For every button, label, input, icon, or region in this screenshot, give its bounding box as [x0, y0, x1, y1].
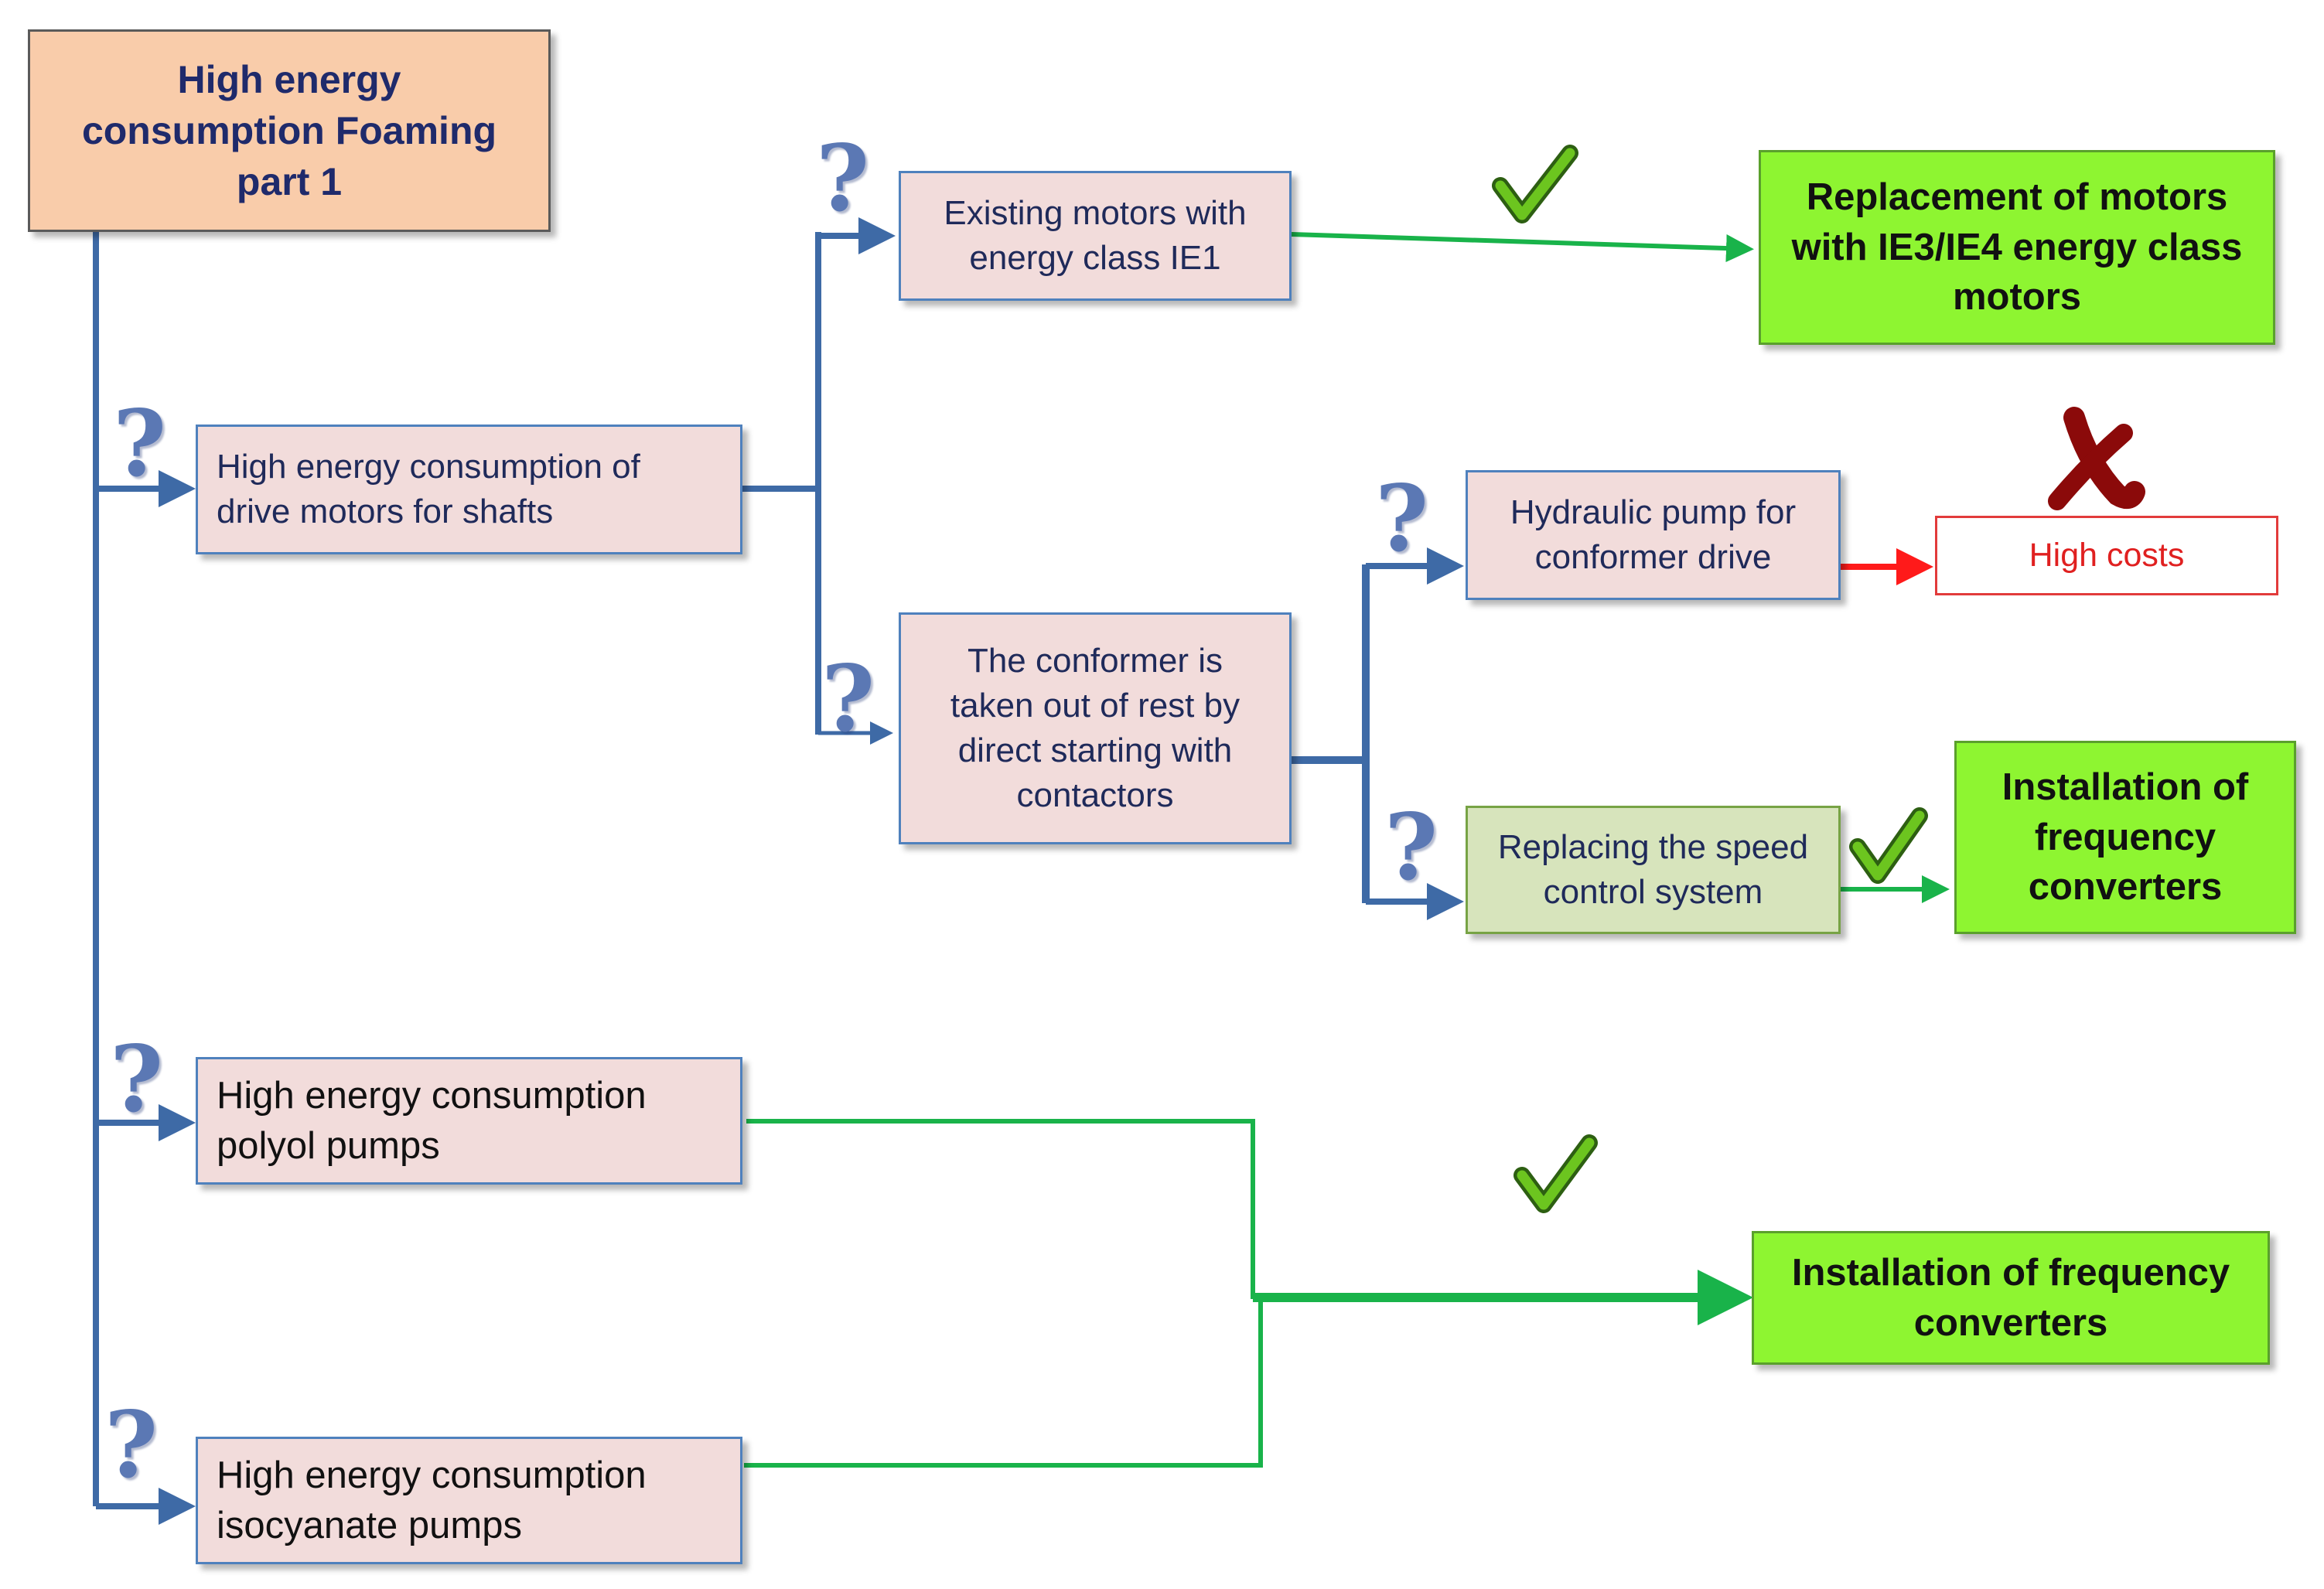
isocyanate-pumps-problem-box: High energy consumption isocyanate pumps: [196, 1437, 742, 1564]
frequency-converters-pumps-box: Installation of frequency converters: [1752, 1231, 2270, 1365]
conformer-start-box: The conformer is taken out of rest by di…: [899, 612, 1292, 844]
question-mark-icon: ?: [816, 124, 870, 232]
high-costs-box: High costs: [1935, 516, 2278, 595]
pumps-merge-connector: [744, 1119, 1263, 1468]
question-mark-icon: ?: [821, 645, 875, 752]
drive-motors-problem-box: High energy consumption of drive motors …: [196, 425, 742, 554]
drive-motors-branch-connector: [742, 232, 821, 735]
check-icon: [1492, 145, 1578, 223]
replace-motors-solution-box: Replacement of motors with IE3/IE4 energ…: [1759, 150, 2275, 345]
question-mark-icon: ?: [1384, 793, 1438, 901]
existing-to-replacement-arrow: [1291, 232, 1754, 263]
question-mark-icon: ?: [110, 1025, 164, 1133]
polyol-pumps-problem-box: High energy consumption polyol pumps: [196, 1057, 742, 1185]
speed-control-option-box: Replacing the speed control system: [1466, 806, 1841, 934]
question-mark-icon: ?: [113, 390, 167, 497]
check-icon: [1514, 1134, 1598, 1213]
question-mark-icon: ?: [104, 1391, 159, 1499]
root-problem-box: High energy consumption Foaming part 1: [28, 29, 551, 232]
hydraulic-pump-box: Hydraulic pump for conformer drive: [1466, 470, 1841, 600]
existing-motors-box: Existing motors with energy class IE1: [899, 171, 1292, 301]
conformer-branch-connector: [1292, 564, 1370, 903]
check-icon: [1849, 807, 1928, 884]
cross-icon: [2048, 407, 2145, 510]
frequency-converters-conformer-box: Installation of frequency converters: [1954, 741, 2296, 934]
question-mark-icon: ?: [1375, 465, 1429, 572]
